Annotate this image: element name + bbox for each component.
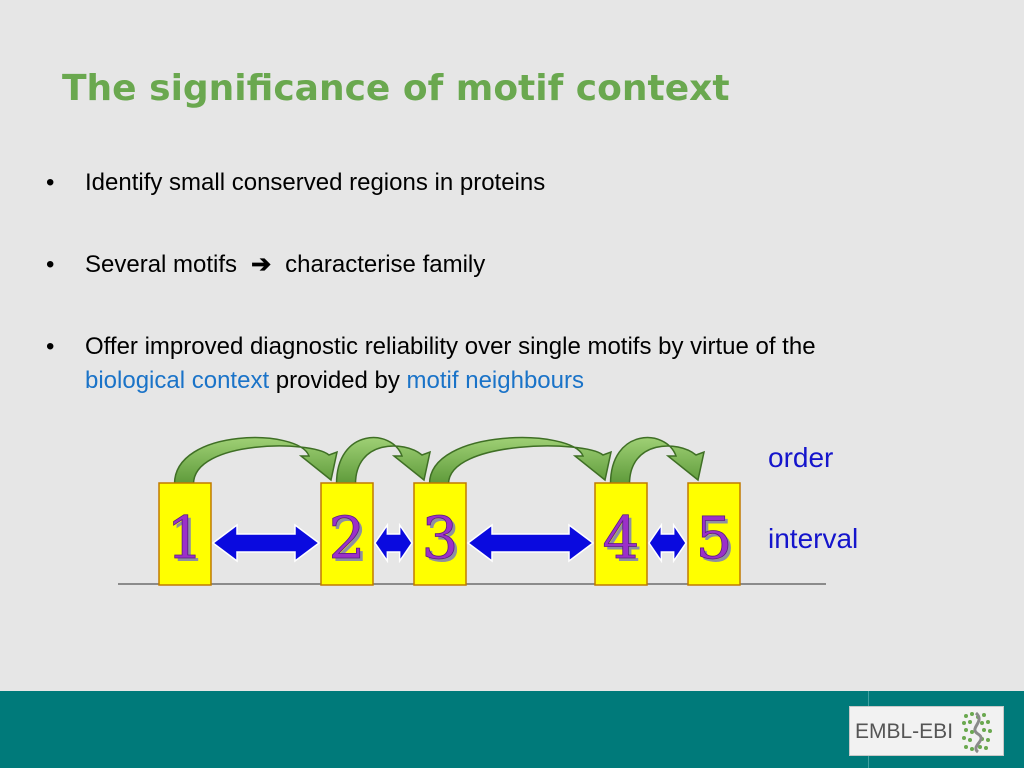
interval-label: interval [768,523,859,554]
motif-number: 1 [167,504,204,572]
bullet-text: characterise family [285,251,486,278]
embl-ebi-logo: EMBL-EBI [849,706,1004,756]
order-arrow-2-3 [335,436,432,485]
motif-box-3: 33 [413,482,467,586]
motif-box-1: 11 [158,482,212,586]
motif-number: 3 [422,504,459,572]
motif-box-5: 55 [687,482,741,586]
motif-number-shadow: 1 [170,507,207,575]
bullet-item: • Identify small conserved regions in pr… [46,166,545,200]
motif-number-shadow: 4 [606,507,643,575]
bullet-text: Identify small conserved regions in prot… [85,169,546,196]
bullet-glyph: • [46,333,55,360]
order-arrow-1-2 [173,436,339,485]
bullet-text: provided by [269,367,407,394]
slide-title: The significance of motif context [62,68,730,109]
interval-arrow-3-4 [466,523,595,563]
bullet-item: • Offer improved diagnostic reliability … [46,330,816,398]
logo-text: EMBL-EBI [855,720,954,743]
bullet-glyph: • [46,169,55,196]
motif-number: 5 [696,504,733,572]
highlight-biological-context: biological context [85,367,270,394]
order-arrow-4-5 [609,436,706,485]
motif-number: 2 [329,504,366,572]
bullet-text: Offer improved diagnostic reliability ov… [85,333,816,360]
motif-box-4: 44 [594,482,648,586]
motif-number-shadow: 3 [425,507,462,575]
motif-number-shadow: 2 [332,507,369,575]
interval-arrow-2-3 [374,522,413,564]
bullet-item: • Several motifs ➔ characterise family [46,248,485,282]
right-arrow-icon: ➔ [251,251,272,278]
bullet-text: Several motifs [85,251,238,278]
bullet-glyph: • [46,251,55,278]
interval-arrow-1-2 [211,523,321,563]
dna-helix-icon [962,711,992,754]
order-arrow-3-4 [428,436,613,485]
order-label: order [768,442,834,473]
highlight-motif-neighbours: motif neighbours [406,367,584,394]
motif-box-2: 22 [320,482,374,586]
motif-number: 4 [603,504,640,572]
motif-number-shadow: 5 [699,507,736,575]
interval-arrow-4-5 [648,522,687,564]
